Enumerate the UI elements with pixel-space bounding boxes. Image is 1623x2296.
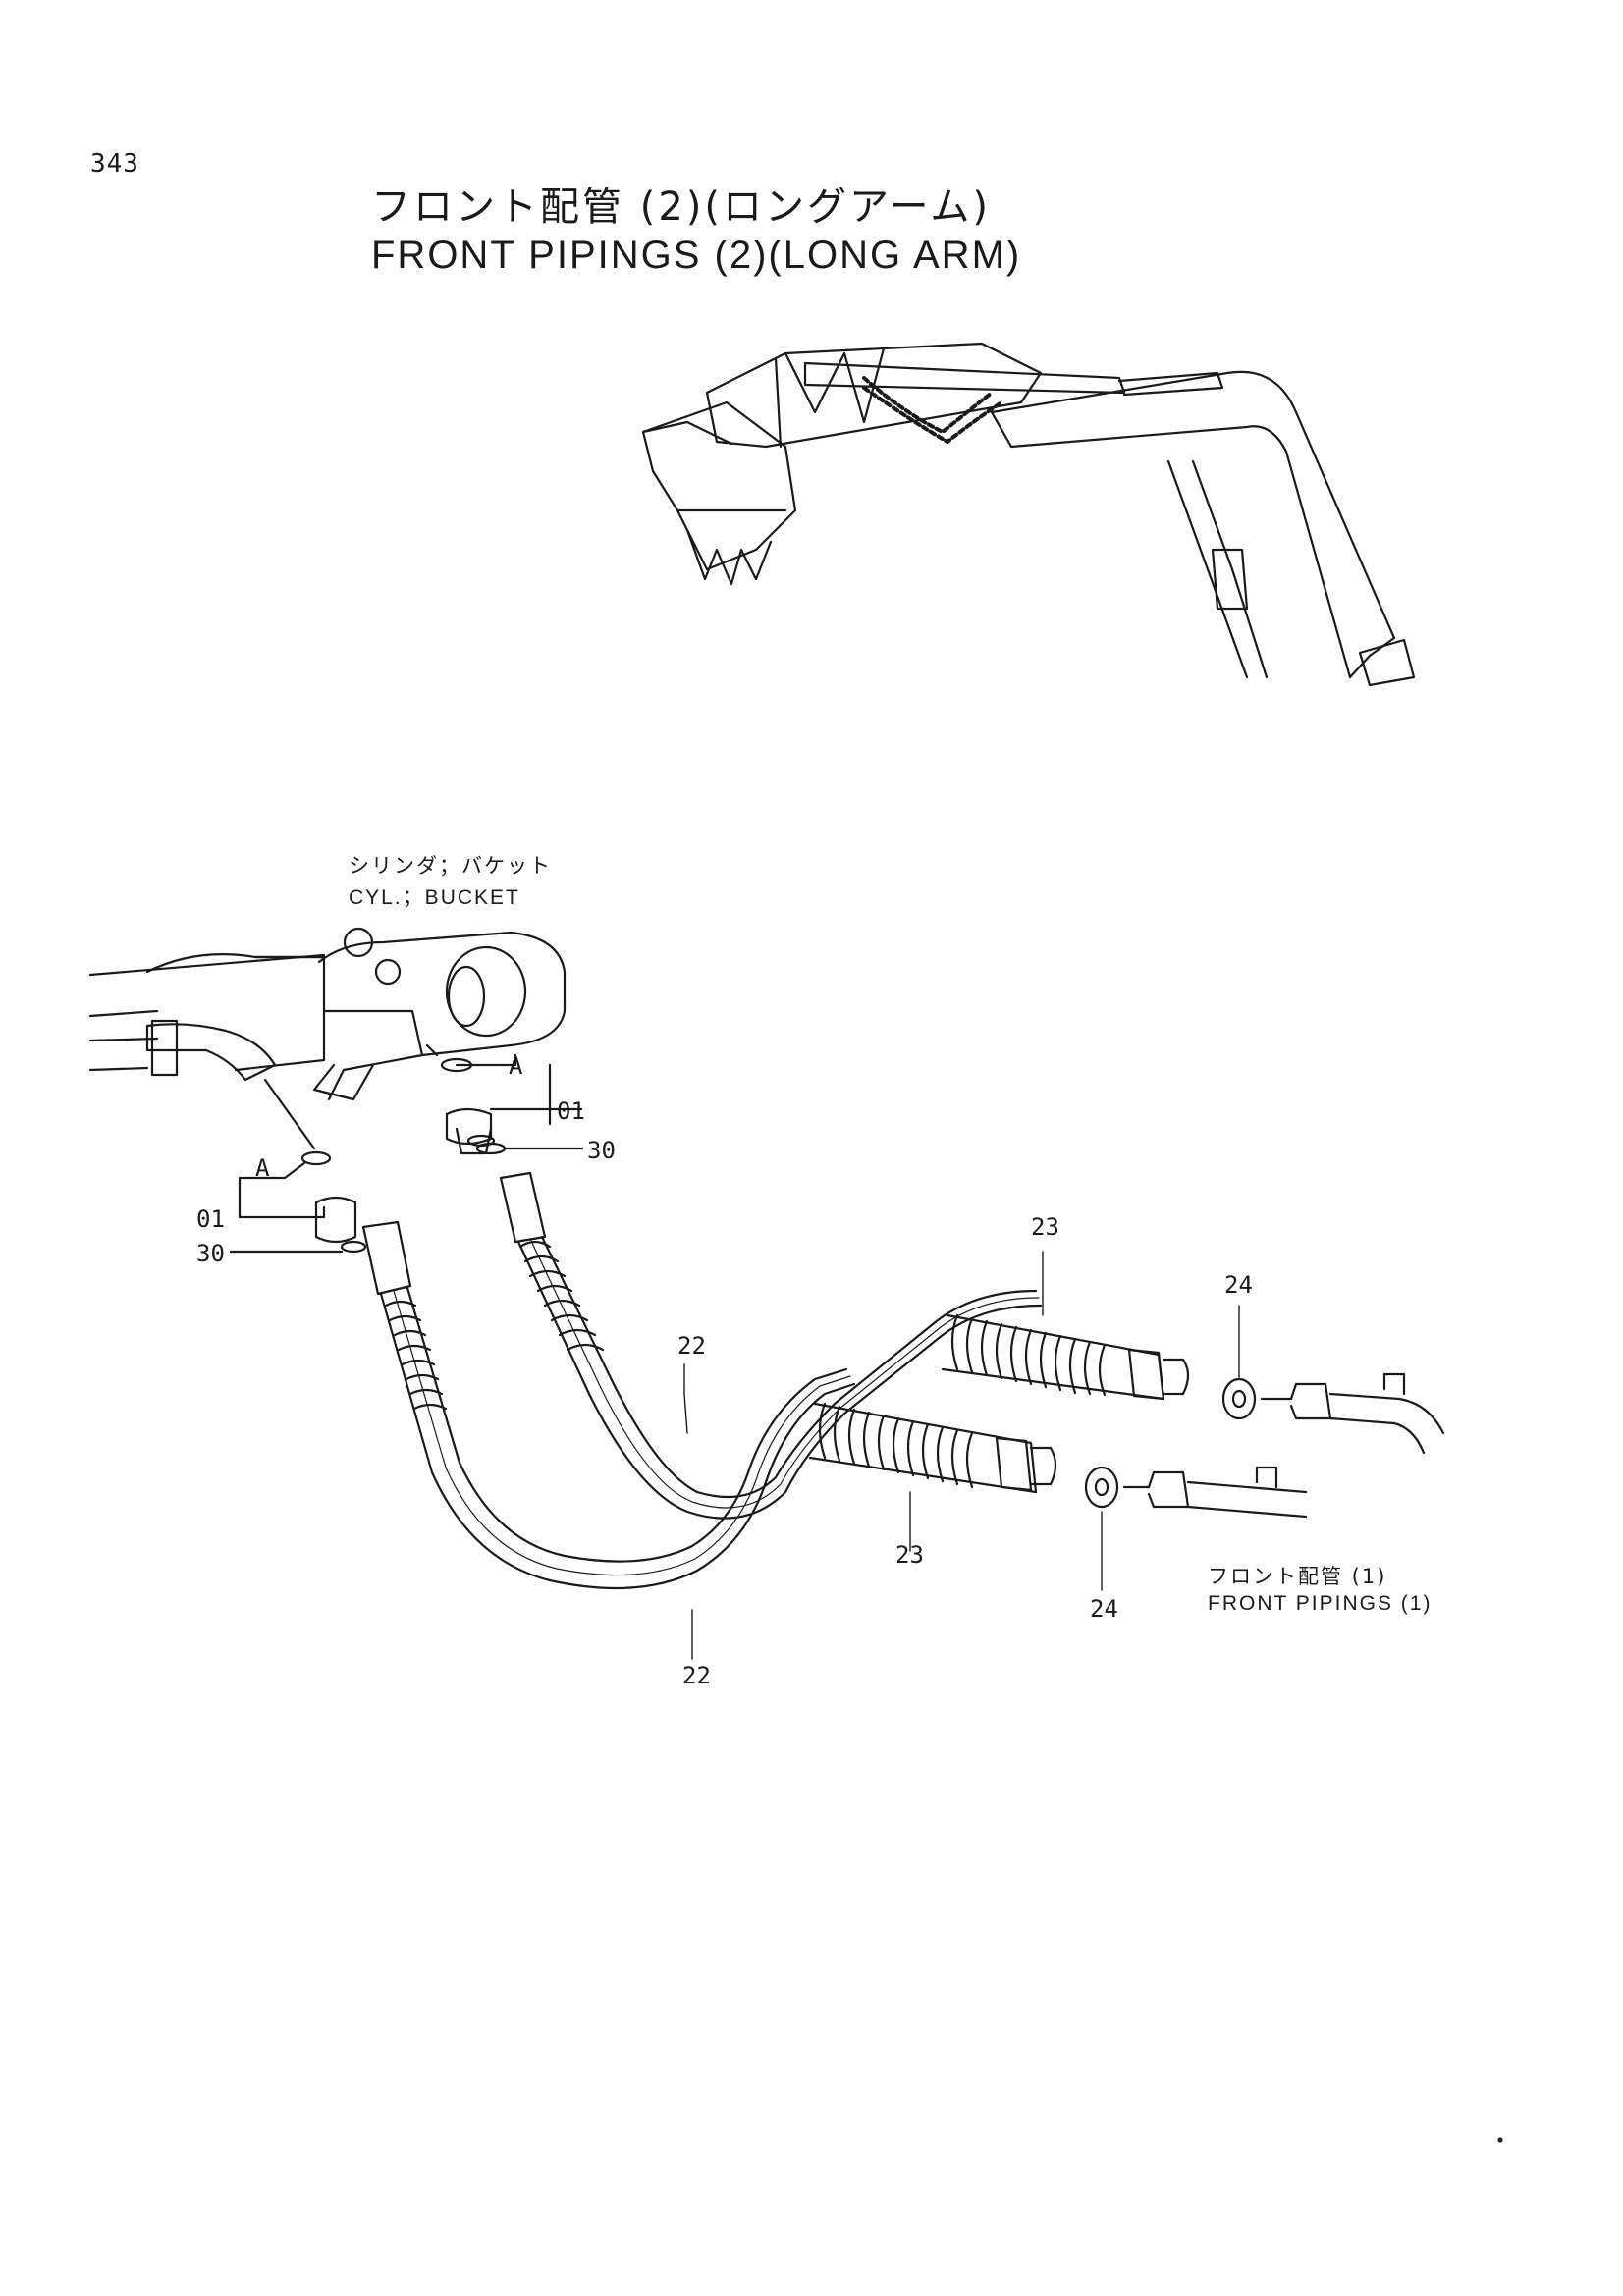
callout-30-lower: 30 (196, 1240, 225, 1267)
callout-22-upper: 22 (677, 1332, 706, 1360)
callout-23-upper: 23 (1031, 1213, 1059, 1241)
reference-label-japanese: フロント配管 (1) (1208, 1565, 1387, 1588)
title-japanese: フロント配管 (2)(ロングアーム) (371, 185, 991, 230)
fitting-upper (1260, 1372, 1445, 1455)
speck-mark (1497, 2137, 1503, 2143)
callout-01-upper: 01 (557, 1097, 585, 1125)
leader-lines (683, 1251, 1240, 1660)
sleeve-23-upper (941, 1313, 1190, 1401)
fitting-lower (1122, 1466, 1308, 1519)
callout-24-lower: 24 (1090, 1595, 1118, 1623)
component-label-japanese: シリンダ；バケット (349, 854, 552, 878)
callout-23-lower: 23 (895, 1541, 924, 1569)
page-number: 343 (90, 149, 139, 179)
washer-24-lower (1084, 1466, 1119, 1509)
lower-port-fittings (229, 1150, 367, 1254)
title-english: FRONT PIPINGS (2)(LONG ARM) (371, 234, 1022, 277)
hose-22-lower (361, 1220, 856, 1590)
upper-port-fittings (425, 1043, 584, 1155)
sleeve-23-lower (808, 1402, 1057, 1494)
hose-22-upper (499, 1171, 1043, 1520)
callout-a-lower: A (255, 1154, 270, 1182)
reference-label-english: FRONT PIPINGS (1) (1208, 1592, 1433, 1615)
callout-01-lower: 01 (196, 1205, 225, 1233)
callout-a-upper: A (509, 1052, 523, 1080)
excavator-overview-illustration (641, 342, 1416, 687)
washer-24-upper (1221, 1377, 1257, 1420)
callout-24-upper: 24 (1224, 1271, 1253, 1299)
callout-22-lower: 22 (682, 1662, 711, 1689)
component-label-english: CYL.；BUCKET (349, 886, 520, 909)
callout-30-upper: 30 (587, 1137, 616, 1164)
bucket-cylinder-illustration (88, 927, 567, 1150)
